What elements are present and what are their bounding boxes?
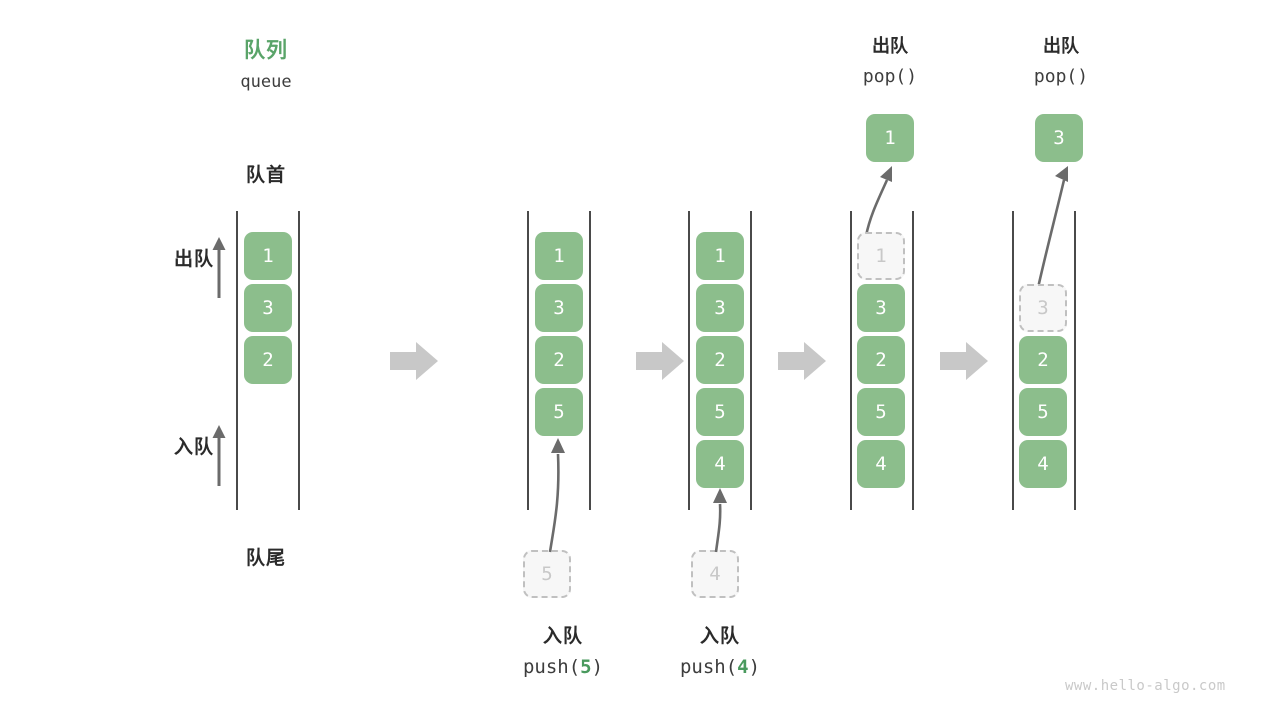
queue-element: 2 (535, 336, 583, 384)
transition-arrow-icon (390, 342, 438, 380)
incoming-element-ghost: 4 (691, 550, 739, 598)
diagram-title-en: queue (240, 72, 292, 92)
queue-element: 5 (535, 388, 583, 436)
queue-element: 4 (1019, 440, 1067, 488)
pop-caption-cn: 出队 (872, 36, 908, 57)
queue-element: 3 (696, 284, 744, 332)
push-caption-code: push(5) (488, 656, 638, 678)
queue-element: 4 (696, 440, 744, 488)
queue-element: 2 (1019, 336, 1067, 384)
popped-element: 3 (1035, 114, 1083, 162)
pop-caption-code: pop() (1033, 66, 1089, 87)
popped-element: 1 (866, 114, 914, 162)
rear-label: 队尾 (245, 547, 286, 569)
push-code-prefix: push( (522, 656, 581, 678)
queue-rail-right-5 (1074, 211, 1076, 510)
diagram-title-cn: 队列 (244, 38, 288, 62)
queue-rail-right-3 (750, 211, 752, 510)
enqueue-direction-arrow-icon (212, 425, 226, 486)
push-code-arg: 4 (737, 656, 749, 678)
queue-element-ghost: 1 (857, 232, 905, 280)
queue-element: 1 (244, 232, 292, 280)
push-arrow-icon (548, 438, 565, 553)
queue-element: 3 (857, 284, 905, 332)
queue-element: 1 (535, 232, 583, 280)
push-code-prefix: push( (679, 656, 738, 678)
queue-element-ghost: 3 (1019, 284, 1067, 332)
queue-rail-left-3 (688, 211, 690, 510)
transition-arrow-icon (778, 342, 826, 380)
queue-rail-right-2 (589, 211, 591, 510)
queue-rail-right-4 (912, 211, 914, 510)
queue-element: 3 (535, 284, 583, 332)
queue-element: 5 (696, 388, 744, 436)
queue-element: 2 (857, 336, 905, 384)
watermark: www.hello-algo.com (1065, 678, 1226, 694)
push-arrow-icon (713, 488, 727, 553)
push-code-suffix: ) (748, 656, 761, 678)
queue-element: 2 (696, 336, 744, 384)
queue-rail-left-2 (527, 211, 529, 510)
transition-arrow-icon (636, 342, 684, 380)
pop-caption-code: pop() (862, 66, 918, 87)
pop-arrow-icon (864, 166, 892, 237)
push-code-arg: 5 (580, 656, 592, 678)
front-label: 队首 (245, 164, 286, 186)
push-code-suffix: ) (591, 656, 604, 678)
queue-rail-left-1 (236, 211, 238, 510)
queue-element: 5 (1019, 388, 1067, 436)
queue-element: 5 (857, 388, 905, 436)
incoming-element-ghost: 5 (523, 550, 571, 598)
queue-rail-right-1 (298, 211, 300, 510)
queue-element: 2 (244, 336, 292, 384)
queue-rail-left-5 (1012, 211, 1014, 510)
push-caption-cn: 入队 (542, 625, 583, 647)
queue-element: 3 (244, 284, 292, 332)
pop-arrow-icon (1036, 166, 1068, 289)
dequeue-direction-arrow-icon (212, 237, 226, 298)
queue-rail-left-4 (850, 211, 852, 510)
push-caption-cn: 入队 (699, 625, 740, 647)
enqueue-direction-label: 入队 (173, 436, 214, 458)
queue-element: 4 (857, 440, 905, 488)
dequeue-direction-label: 出队 (173, 248, 214, 270)
queue-element: 1 (696, 232, 744, 280)
pop-caption-cn: 出队 (1043, 36, 1079, 57)
push-caption-code: push(4) (645, 656, 795, 678)
transition-arrow-icon (940, 342, 988, 380)
